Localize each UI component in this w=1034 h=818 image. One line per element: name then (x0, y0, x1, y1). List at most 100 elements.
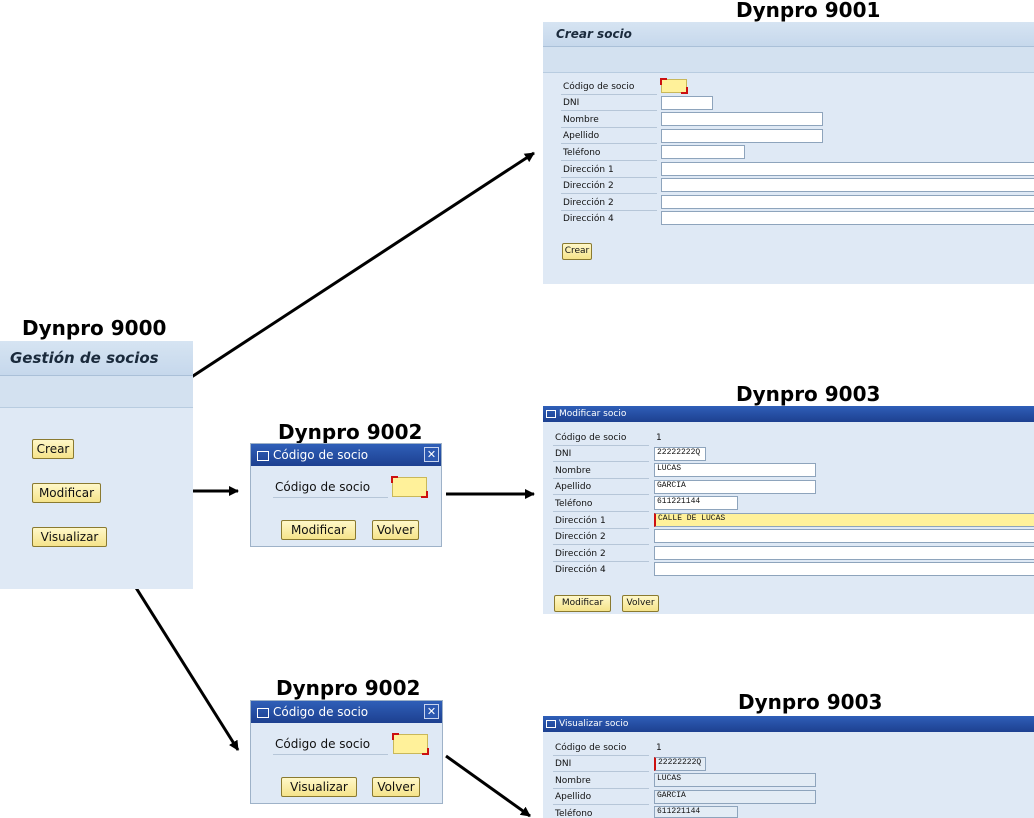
crear-telefono-input[interactable] (661, 145, 745, 159)
modificar-label-apellido: Apellido (555, 482, 592, 492)
visualizar-apellido-field: GARCÍA (654, 790, 816, 804)
modificar-codigo-value: 1 (656, 433, 662, 443)
window-edit-icon (546, 719, 556, 728)
visualizar-label-telefono: Teléfono (555, 809, 593, 818)
visualizar-button[interactable]: Visualizar (32, 527, 107, 547)
title-dynpro-9002-bottom: Dynpro 9002 (276, 676, 421, 700)
modificar-label-direccion4: Dirección 4 (555, 565, 606, 575)
crear-button[interactable]: Crear (32, 439, 74, 459)
crear-socio-header: Crear socio (543, 22, 1034, 47)
title-dynpro-9002-top: Dynpro 9002 (278, 420, 423, 444)
crear-direccion4-input[interactable] (661, 211, 1034, 225)
modificar-separator (553, 445, 649, 446)
visualizar-socio-titlebar: Visualizar socio (543, 716, 1034, 732)
title-dynpro-9001: Dynpro 9001 (736, 0, 881, 22)
modificar-apellido-input[interactable]: GARCÍA (654, 480, 816, 494)
visualizar-separator (553, 804, 649, 805)
modificar-direccion4-input[interactable] (654, 562, 1034, 576)
close-icon[interactable]: ✕ (424, 704, 439, 719)
title-dynpro-9000: Dynpro 9000 (22, 316, 167, 340)
visualizar-nombre-field: LUCAS (654, 773, 816, 787)
modificar-button[interactable]: Modificar (32, 483, 101, 503)
dialog-visualizar: Código de socio ✕ Código de socio Visual… (250, 700, 443, 804)
dialog-modificar-volver-button[interactable]: Volver (372, 520, 419, 540)
crear-separator (561, 210, 657, 211)
modificar-socio-title: Modificar socio (559, 409, 627, 419)
crear-label-direccion1: Dirección 1 (563, 165, 614, 175)
title-dynpro-9003-top: Dynpro 9003 (736, 382, 881, 406)
crear-separator (561, 127, 657, 128)
visualizar-label-apellido: Apellido (555, 792, 592, 802)
modificar-volver-button[interactable]: Volver (622, 595, 659, 612)
visualizar-label-codigo: Código de socio (555, 743, 627, 753)
modificar-dni-input[interactable]: 22222222Q (654, 447, 706, 461)
dialog-modificar-codigo-input[interactable] (391, 476, 428, 498)
crear-label-telefono: Teléfono (563, 148, 601, 158)
dialog-visualizar-codigo-input[interactable] (392, 733, 429, 755)
modificar-direccion2b-input[interactable] (654, 546, 1034, 560)
modificar-nombre-input[interactable]: LUCAS (654, 463, 816, 477)
dialog-visualizar-separator (273, 754, 388, 755)
dialog-visualizar-label: Código de socio (275, 737, 371, 751)
crear-direccion2-input[interactable] (661, 178, 1034, 192)
main-menu-title: Gestión de socios (10, 349, 159, 367)
modificar-socio-screen: Modificar socio Código de socio DNI Nomb… (543, 406, 1034, 614)
dialog-visualizar-button[interactable]: Visualizar (281, 777, 357, 797)
close-icon[interactable]: ✕ (424, 447, 439, 462)
crear-socio-screen: Crear socio Código de socio DNI Nombre A… (543, 22, 1034, 284)
modificar-label-telefono: Teléfono (555, 499, 593, 509)
dialog-modificar: Código de socio ✕ Código de socio Modifi… (250, 443, 442, 547)
visualizar-codigo-value: 1 (656, 743, 662, 753)
crear-label-codigo: Código de socio (563, 82, 635, 92)
dialog-modificar-separator (273, 497, 388, 498)
modificar-label-direccion1: Dirección 1 (555, 516, 606, 526)
crear-label-direccion2: Dirección 2 (563, 181, 614, 191)
crear-label-direccion4: Dirección 4 (563, 214, 614, 224)
visualizar-socio-screen: Visualizar socio Código de socio DNI Nom… (543, 716, 1034, 818)
modificar-telefono-input[interactable]: 611221144 (654, 496, 738, 510)
crear-direccion2b-input[interactable] (661, 195, 1034, 209)
modificar-direccion2-input[interactable] (654, 529, 1034, 543)
modificar-label-dni: DNI (555, 449, 572, 459)
crear-separator (561, 94, 657, 95)
modificar-separator (553, 494, 649, 495)
visualizar-separator (553, 755, 649, 756)
modificar-socio-titlebar: Modificar socio (543, 406, 1034, 422)
crear-nombre-input[interactable] (661, 112, 823, 126)
modificar-separator (553, 544, 649, 545)
crear-codigo-input[interactable] (660, 78, 688, 94)
crear-separator (561, 160, 657, 161)
modificar-separator (553, 528, 649, 529)
main-menu-header: Gestión de socios (0, 341, 193, 376)
window-edit-icon (257, 450, 269, 461)
modificar-direccion1-input[interactable]: CALLE DE LUCAS (654, 513, 1034, 527)
visualizar-dni-field: 22222222Q (654, 757, 706, 771)
crear-submit-button[interactable]: Crear (562, 243, 592, 260)
arrow-9002-to-9003-bottom (445, 754, 531, 818)
dialog-modificar-titlebar: Código de socio (251, 444, 441, 466)
crear-direccion1-input[interactable] (661, 162, 1034, 176)
dialog-visualizar-volver-button[interactable]: Volver (372, 777, 420, 797)
modificar-label-nombre: Nombre (555, 466, 591, 476)
crear-dni-input[interactable] (661, 96, 713, 110)
window-edit-icon (257, 707, 269, 718)
crear-socio-title: Crear socio (556, 27, 632, 41)
dialog-modificar-title: Código de socio (273, 448, 369, 462)
window-edit-icon (546, 409, 556, 418)
visualizar-label-nombre: Nombre (555, 776, 591, 786)
main-menu-screen: Gestión de socios Crear Modificar Visual… (0, 341, 193, 589)
crear-apellido-input[interactable] (661, 129, 823, 143)
visualizar-separator (553, 788, 649, 789)
visualizar-label-dni: DNI (555, 759, 572, 769)
crear-label-dni: DNI (563, 98, 580, 108)
crear-label-apellido: Apellido (563, 131, 600, 141)
crear-separator (561, 110, 657, 111)
main-menu-toolbar (0, 376, 193, 408)
modificar-separator (553, 478, 649, 479)
crear-label-direccion2b: Dirección 2 (563, 198, 614, 208)
crear-separator (561, 193, 657, 194)
modificar-separator (553, 461, 649, 462)
dialog-modificar-button[interactable]: Modificar (281, 520, 356, 540)
modificar-submit-button[interactable]: Modificar (554, 595, 611, 612)
crear-separator (561, 143, 657, 144)
